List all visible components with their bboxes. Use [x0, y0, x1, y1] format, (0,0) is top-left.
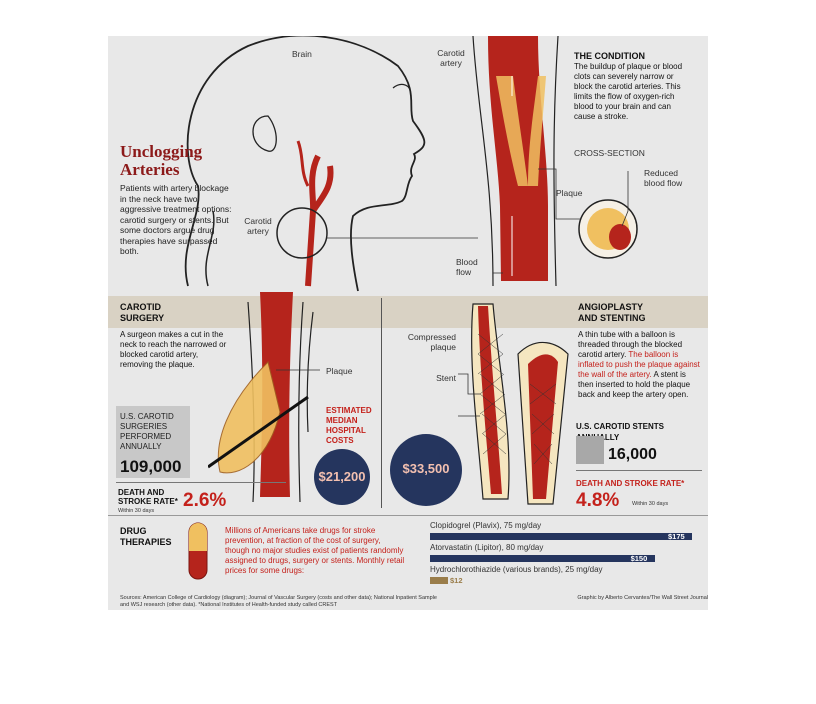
surgery-count-label: U.S. CAROTID SURGERIES PERFORMED ANNUALL…	[120, 412, 174, 451]
stent-cost-circle	[390, 434, 462, 506]
drug-price-2: $12	[450, 576, 463, 585]
cross-section-lumen	[609, 224, 631, 250]
credit-text: Graphic by Alberto Cervantes/The Wall St…	[577, 595, 708, 601]
compressed-plaque-label: Compressed plaque	[407, 332, 456, 352]
drug-label-2: Hydrochlorothiazide (various brands), 25…	[430, 565, 603, 574]
surgical-tool	[208, 395, 309, 469]
drug-price-1: $150	[630, 554, 648, 563]
stent-count-box	[576, 436, 604, 464]
surgery-rate-label: DEATH AND STROKE RATE*	[118, 488, 178, 506]
head-outline	[184, 36, 426, 292]
anatomy-illustration	[184, 36, 638, 292]
condition-text: The buildup of plaque or blood clots can…	[574, 62, 683, 121]
condition-heading: THE CONDITION	[574, 51, 645, 61]
surgery-heading-line1: CAROTID	[120, 302, 161, 312]
stent-count-value: 16,000	[608, 446, 657, 463]
title-line2: Arteries	[120, 160, 180, 179]
sources-text: Sources: American College of Cardiology …	[120, 595, 437, 608]
surgery-rate-value: 2.6%	[183, 490, 227, 511]
carotid-artery-label-top: Carotid artery	[437, 48, 465, 68]
stent-rate-rule	[576, 470, 702, 471]
cross-section-label: CROSS-SECTION	[574, 148, 645, 158]
stenting-text: A thin tube with a balloon is threaded t…	[578, 330, 702, 400]
drugs-heading-line2: THERAPIES	[120, 537, 172, 547]
stent-rate-sub: Within 30 days	[632, 501, 669, 507]
surgery-artery	[260, 292, 293, 497]
stenting-heading-line2: AND STENTING	[578, 313, 646, 323]
surgery-count-value: 109,000	[120, 457, 182, 476]
drug-label-0: Clopidogrel (Plavix), 75 mg/day	[430, 521, 542, 530]
surgery-illustration	[208, 292, 320, 503]
vertical-divider	[381, 298, 382, 508]
surgery-plaque-label: Plaque	[326, 366, 353, 376]
ear-outline	[252, 115, 277, 152]
stenting-text-a: A thin tube with a balloon is threaded t…	[578, 330, 683, 359]
title-line1: Unclogging	[120, 142, 203, 161]
drug-bar-2	[430, 577, 448, 584]
stent-rate-value: 4.8%	[576, 490, 620, 511]
stent-illustration	[458, 303, 569, 505]
drug-bar-1	[430, 555, 655, 562]
surgery-cost-value: $21,200	[318, 469, 366, 484]
surgery-heading-line2: SURGERY	[120, 313, 165, 323]
infographic-panel: Brain Carotid artery Carotid artery Plaq…	[108, 36, 708, 610]
surgery-cost-circle	[314, 449, 370, 505]
costs-label: ESTIMATED MEDIAN HOSPITAL COSTS	[326, 406, 372, 445]
drugs-heading-line1: DRUG	[120, 526, 147, 536]
neck-back-line	[205, 210, 215, 287]
drug-label-1: Atorvastatin (Lipitor), 80 mg/day	[430, 543, 544, 552]
stenting-heading-line1: ANGIOPLASTY	[578, 302, 644, 312]
stenting-text-b: The balloon is inflated to push the plaq…	[578, 350, 700, 379]
stent-cost-value: $33,500	[402, 461, 450, 476]
stenting-text-c: A stent is then inserted to hold the pla…	[578, 370, 691, 399]
intro-text: Patients with artery blockage in the nec…	[120, 183, 232, 256]
removed-plaque	[217, 361, 281, 474]
carotid-artery-label-head: Carotid artery	[244, 216, 272, 236]
magnifier-circle	[276, 207, 328, 259]
plaque-detail	[496, 76, 528, 186]
stent-label: Stent	[436, 373, 456, 383]
drug-bar-0	[430, 533, 692, 540]
blood-flow-label: Blood flow	[456, 257, 478, 277]
drug-price-0: $175	[668, 532, 685, 541]
pill-icon	[188, 522, 208, 580]
section-band	[108, 296, 708, 328]
drugs-section-rule	[108, 515, 708, 516]
surgery-text: A surgeon makes a cut in the neck to rea…	[120, 330, 227, 369]
reduced-flow-label: Reduced blood flow	[644, 168, 683, 188]
neck-artery	[305, 154, 334, 287]
drugs-text: Millions of Americans take drugs for str…	[225, 526, 405, 575]
stent-rate-label: DEATH AND STROKE RATE*	[576, 479, 685, 488]
eye-outline	[392, 83, 411, 91]
surgery-rate-rule	[116, 482, 286, 483]
brain-label: Brain	[292, 49, 312, 59]
neck-artery-branch	[296, 140, 310, 187]
surgery-count-box	[116, 406, 190, 478]
plaque-label-top: Plaque	[556, 188, 583, 198]
surgery-rate-sub: Within 30 days	[118, 508, 155, 514]
